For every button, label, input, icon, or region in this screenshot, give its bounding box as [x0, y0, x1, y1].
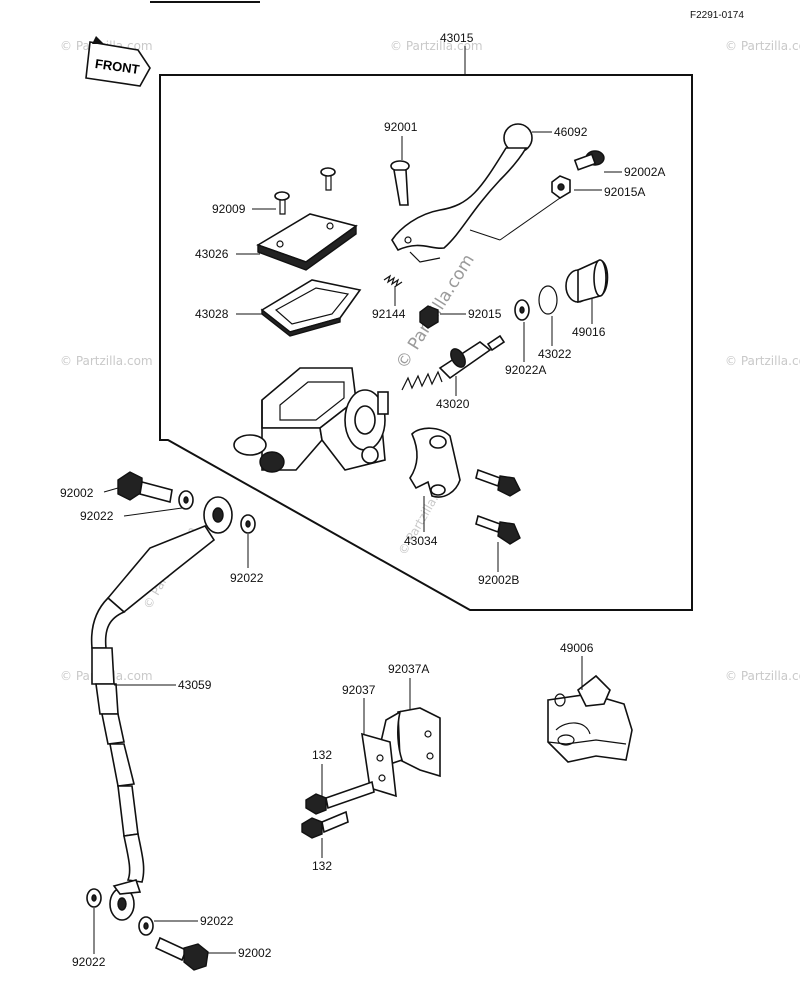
- part-92002-top-bolt: [117, 471, 173, 503]
- part-43028-gasket: [260, 279, 362, 337]
- label-43034: 43034: [404, 534, 438, 548]
- label-46092: 46092: [554, 125, 588, 139]
- label-43015: 43015: [440, 31, 474, 45]
- part-46092-lever: [391, 123, 533, 263]
- label-92022A: 92022A: [505, 363, 546, 377]
- label-43028: 43028: [195, 307, 229, 321]
- label-43026: 43026: [195, 247, 229, 261]
- label-92002-bottom: 92002: [238, 946, 272, 960]
- label-43020: 43020: [436, 397, 470, 411]
- label-92015: 92015: [468, 307, 502, 321]
- label-92001: 92001: [384, 120, 418, 134]
- part-92037A-bracket: [379, 707, 441, 778]
- label-132-top: 132: [312, 748, 332, 762]
- part-92009-screws: [274, 167, 336, 215]
- label-49016: 49016: [572, 325, 606, 339]
- label-92037: 92037: [342, 683, 376, 697]
- part-92022-top-washers: [178, 490, 256, 534]
- part-92144-spring: [383, 274, 403, 288]
- label-92022-bot-left: 92022: [72, 955, 106, 969]
- master-cylinder-body: [233, 367, 389, 473]
- part-92002-bottom-bolt: [154, 936, 209, 971]
- label-92002A: 92002A: [624, 165, 665, 179]
- label-92022-top2: 92022: [230, 571, 264, 585]
- label-92022-bot-right: 92022: [200, 914, 234, 928]
- ref-code: F2291-0174: [690, 10, 744, 21]
- part-92002B-bolts: [475, 468, 521, 545]
- part-92022A-washer: [514, 299, 530, 321]
- label-43022: 43022: [538, 347, 572, 361]
- part-132-bolts: [301, 780, 375, 839]
- label-92037A: 92037A: [388, 662, 429, 676]
- part-92002A-bolt: [573, 150, 605, 171]
- label-92022-top1: 92022: [80, 509, 114, 523]
- part-92037-bracket: [361, 732, 397, 798]
- part-92015A-nut: [551, 175, 571, 199]
- label-92002B: 92002B: [478, 573, 519, 587]
- part-92022-bottom-washers: [86, 888, 154, 936]
- part-92015-nut: [419, 305, 439, 329]
- part-49016-boot: [565, 259, 609, 304]
- watermark-3: © Partzilla.com: [725, 39, 800, 53]
- label-92144: 92144: [372, 307, 406, 321]
- part-92001-pivot-bolt: [390, 160, 410, 206]
- assembly-outline: [159, 74, 693, 611]
- label-132-bottom: 132: [312, 859, 332, 873]
- part-49006-cover: [547, 674, 633, 763]
- label-92015A: 92015A: [604, 185, 645, 199]
- watermark-8: © Partzilla.com: [725, 669, 800, 683]
- watermark-2: © Partzilla.com: [390, 39, 483, 53]
- part-43034-clamp: [409, 427, 461, 498]
- part-43020-piston: [401, 334, 506, 391]
- front-arrow: FRONT: [85, 36, 151, 87]
- part-43022-circlip: [538, 285, 558, 315]
- label-92009: 92009: [212, 202, 246, 216]
- label-92002-top: 92002: [60, 486, 94, 500]
- label-49006: 49006: [560, 641, 594, 655]
- part-43059-brake-hose: [90, 496, 233, 921]
- watermark-4: © Partzilla.com: [60, 354, 153, 368]
- label-43059: 43059: [178, 678, 212, 692]
- watermark-5: © Partzilla.com: [725, 354, 800, 368]
- front-label: FRONT: [94, 56, 140, 77]
- part-43026-cap: [256, 213, 358, 271]
